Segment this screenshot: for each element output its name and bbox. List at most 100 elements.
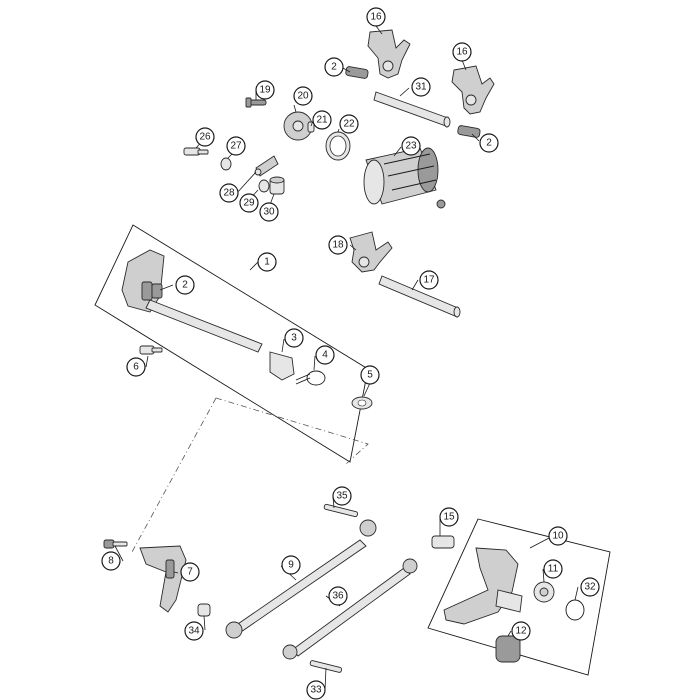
spring-2-shaft <box>151 283 163 299</box>
svg-text:10: 10 <box>552 531 564 542</box>
washer-3 <box>269 351 295 381</box>
callout-16: 16 <box>366 7 386 27</box>
callout-2: 2 <box>324 57 344 77</box>
svg-text:28: 28 <box>223 188 235 199</box>
callout-4: 4 <box>315 345 335 365</box>
callout-2: 2 <box>175 275 195 295</box>
svg-text:33: 33 <box>310 685 322 696</box>
bolt-8 <box>103 539 128 549</box>
callout-21: 21 <box>312 110 332 130</box>
svg-text:7: 7 <box>187 567 193 578</box>
callout-36: 36 <box>328 586 348 606</box>
svg-text:16: 16 <box>370 12 382 23</box>
callout-32: 32 <box>580 577 600 597</box>
svg-text:5: 5 <box>367 370 373 381</box>
callout-26: 26 <box>195 127 215 147</box>
svg-text:12: 12 <box>515 626 527 637</box>
spring-30 <box>269 176 285 195</box>
svg-text:6: 6 <box>133 362 139 373</box>
shift-pedal-10 <box>443 547 523 625</box>
svg-text:23: 23 <box>405 141 417 152</box>
svg-text:8: 8 <box>108 556 114 567</box>
washer-27 <box>220 157 232 171</box>
shift-fork-upper-left <box>367 29 411 79</box>
svg-text:4: 4 <box>322 350 328 361</box>
spring-4 <box>295 370 326 386</box>
callout-11: 11 <box>543 559 563 579</box>
bushing-15 <box>431 535 455 549</box>
svg-text:31: 31 <box>415 82 427 93</box>
svg-text:32: 32 <box>584 582 596 593</box>
shift-fork-upper-right <box>451 65 495 115</box>
fork-rod-17 <box>378 275 461 318</box>
shift-rod-9 <box>225 519 377 639</box>
svg-text:19: 19 <box>259 85 271 96</box>
shift-rod-36 <box>282 558 418 660</box>
svg-text:30: 30 <box>263 207 275 218</box>
callout-15: 15 <box>439 507 459 527</box>
svg-text:18: 18 <box>332 240 344 251</box>
circlip-32 <box>565 599 585 621</box>
svg-text:20: 20 <box>297 91 309 102</box>
svg-text:11: 11 <box>548 564 559 575</box>
callout-12: 12 <box>511 621 531 641</box>
shift-star-20 <box>283 111 313 141</box>
callout-22: 22 <box>339 114 359 134</box>
callout-1: 1 <box>257 252 277 272</box>
svg-text:2: 2 <box>182 280 188 291</box>
callout-5: 5 <box>360 365 380 385</box>
fork-rod-upper <box>373 91 451 128</box>
bolt-33 <box>309 660 343 673</box>
bolt-35 <box>323 503 359 518</box>
bolt-6 <box>139 345 163 355</box>
callout-34: 34 <box>184 621 204 641</box>
svg-text:22: 22 <box>343 119 355 130</box>
callout-7: 7 <box>180 562 200 582</box>
callout-29: 29 <box>239 193 259 213</box>
callout-30: 30 <box>259 202 279 222</box>
shift-drum-23 <box>363 147 446 209</box>
spring-upper <box>345 66 369 79</box>
callout-9: 9 <box>281 555 301 575</box>
callout-17: 17 <box>419 270 439 290</box>
bolt-19 <box>245 97 267 108</box>
callout-28: 28 <box>219 183 239 203</box>
svg-text:2: 2 <box>486 138 492 149</box>
spring-right <box>457 125 481 138</box>
svg-text:1: 1 <box>264 257 270 268</box>
callout-6: 6 <box>126 357 146 377</box>
callout-10: 10 <box>548 526 568 546</box>
lever-28 <box>254 155 279 177</box>
svg-text:26: 26 <box>199 132 211 143</box>
callout-31: 31 <box>411 77 431 97</box>
svg-text:36: 36 <box>332 591 344 602</box>
svg-text:2: 2 <box>331 62 337 73</box>
svg-text:9: 9 <box>288 560 294 571</box>
seal-5 <box>351 396 373 410</box>
assembly-frame-1 <box>94 224 369 463</box>
shift-fork-18 <box>349 231 393 273</box>
callout-19: 19 <box>255 80 275 100</box>
callout-16: 16 <box>452 42 472 62</box>
callout-27: 27 <box>226 136 246 156</box>
svg-text:27: 27 <box>230 141 242 152</box>
svg-text:17: 17 <box>423 275 435 286</box>
callout-35: 35 <box>332 486 352 506</box>
svg-text:16: 16 <box>456 47 468 58</box>
svg-text:3: 3 <box>291 333 297 344</box>
callout-23: 23 <box>401 136 421 156</box>
svg-text:15: 15 <box>443 512 455 523</box>
callout-2: 2 <box>479 133 499 153</box>
svg-text:35: 35 <box>336 491 348 502</box>
callout-33: 33 <box>306 680 326 700</box>
connection-line <box>131 397 369 553</box>
callout-20: 20 <box>293 86 313 106</box>
shift-lever-7 <box>139 545 187 613</box>
rubber-12 <box>495 635 521 663</box>
bearing-11 <box>533 581 555 603</box>
svg-text:29: 29 <box>243 198 255 209</box>
ring-22 <box>325 131 351 161</box>
callout-3: 3 <box>284 328 304 348</box>
shift-shaft-1 <box>121 249 263 353</box>
